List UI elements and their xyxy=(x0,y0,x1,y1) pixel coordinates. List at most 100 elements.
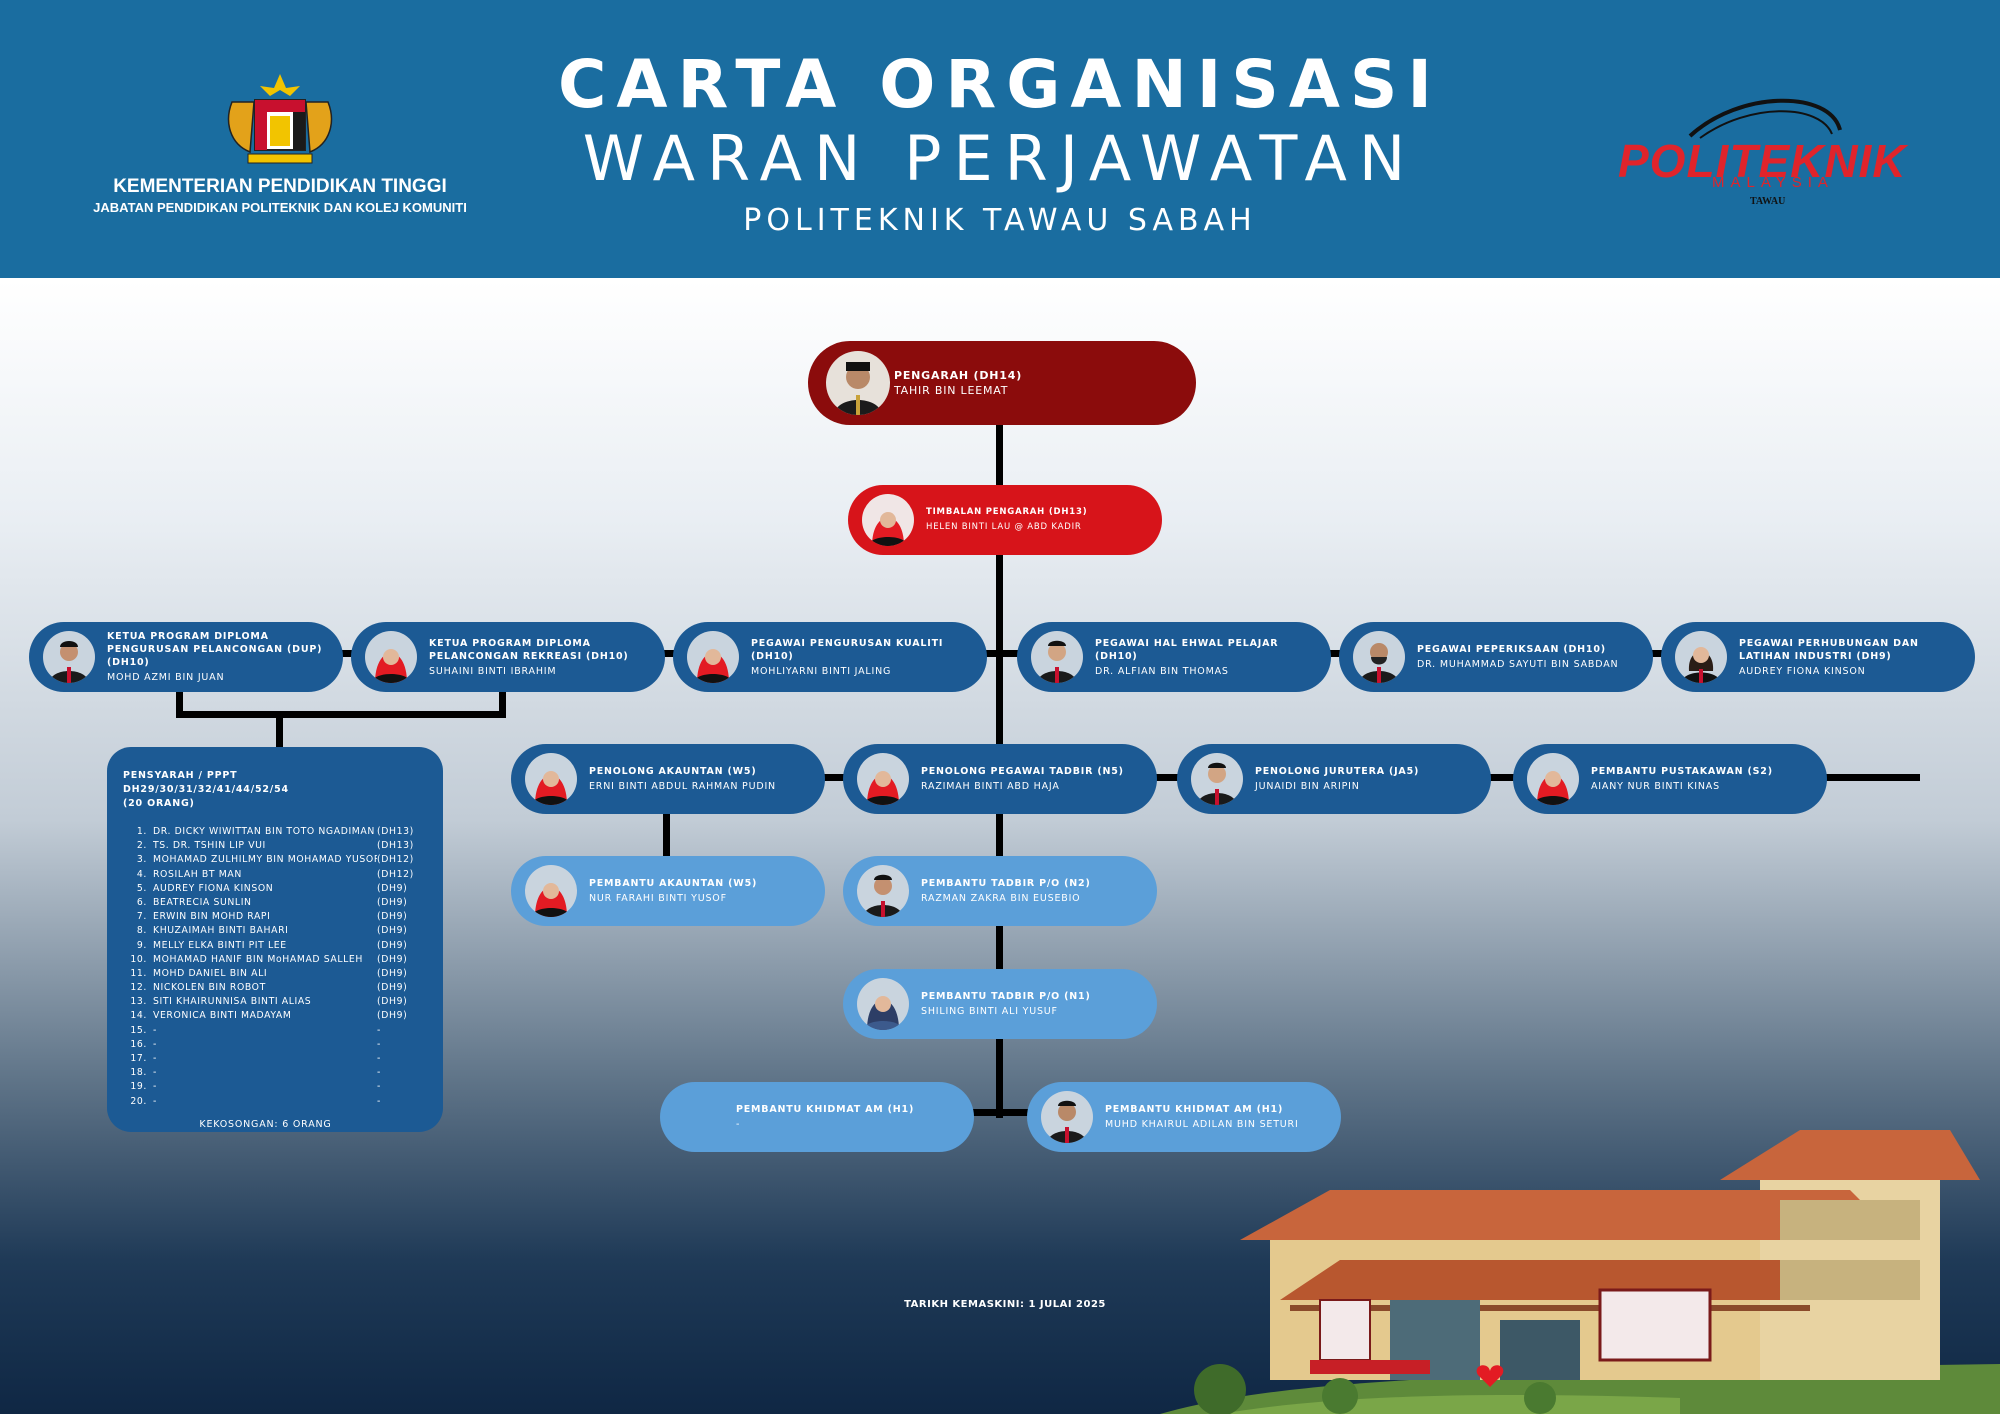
lecturer-row: 5.AUDREY FIONA KINSON(DH9) xyxy=(123,882,428,896)
node-title: TIMBALAN PENGARAH (DH13) xyxy=(926,507,1088,517)
node-title: PEMBANTU TADBIR P/O (N1) xyxy=(921,991,1091,1002)
node-name: JUNAIDI BIN ARIPIN xyxy=(1255,781,1360,792)
ministry-block: KEMENTERIAN PENDIDIKAN TINGGI JABATAN PE… xyxy=(60,70,500,215)
lecturer-grade: (DH9) xyxy=(377,896,408,908)
node-name: RAZMAN ZAKRA BIN EUSEBIO xyxy=(921,893,1081,904)
student-affairs-officer-node: PEGAWAI HAL EHWAL PELAJAR (DH10)DR. ALFI… xyxy=(1017,622,1331,692)
lecturer-grade: - xyxy=(377,1095,381,1107)
lecturer-name: MOHD DANIEL BIN ALI xyxy=(153,967,268,979)
node-title: PENGARAH (DH14) xyxy=(894,369,1023,382)
lecturers-box: PENSYARAH / PPPT DH29/30/31/32/41/44/52/… xyxy=(107,747,443,1132)
lecturer-row: 18.-- xyxy=(123,1066,428,1080)
node-title: PENOLONG JURUTERA (JA5) xyxy=(1255,766,1420,777)
library-assistant-node: PEMBANTU PUSTAKAWAN (S2) AIANY NUR BINTI … xyxy=(1513,744,1827,814)
lecturer-name: ERWIN BIN MOHD RAPI xyxy=(153,911,271,923)
lecturer-row: 20.-- xyxy=(123,1095,428,1109)
avatar xyxy=(1527,753,1579,805)
admin-assistant-n1-node: PEMBANTU TADBIR P/O (N1)SHILING BINTI AL… xyxy=(843,969,1157,1039)
lecturer-row: 1.DR. DICKY WIWITTAN BIN TOTO NGADIMAN(D… xyxy=(123,825,428,839)
page-title: CARTA ORGANISASI xyxy=(557,46,1442,123)
lecturer-row: 15.-- xyxy=(123,1024,428,1038)
last-updated: TARIKH KEMASKINI: 1 JULAI 2025 xyxy=(904,1299,1106,1310)
lecturer-row: 16.-- xyxy=(123,1038,428,1052)
lecturer-grade: (DH9) xyxy=(377,939,408,951)
avatar xyxy=(1353,631,1405,683)
lecturer-grade: (DH9) xyxy=(377,882,408,894)
avatar xyxy=(857,753,909,805)
assistant-admin-officer-node: PENOLONG PEGAWAI TADBIR (N5)RAZIMAH BINT… xyxy=(843,744,1157,814)
institution-name: POLITEKNIK TAWAU SABAH xyxy=(743,203,1257,238)
director-node: PENGARAH (DH14) TAHIR BIN LEEMAT xyxy=(808,341,1196,425)
node-name: AIANY NUR BINTI KINAS xyxy=(1591,781,1720,792)
lecturer-grade: - xyxy=(377,1081,381,1093)
lecturer-name: NICKOLEN BIN ROBOT xyxy=(153,982,266,994)
lecturer-grade: (DH12) xyxy=(377,868,414,880)
lecturer-row: 14.VERONICA BINTI MADAYAM(DH9) xyxy=(123,1009,428,1023)
accounts-assistant-node: PEMBANTU AKAUNTAN (W5) NUR FARAHI BINTI Y… xyxy=(511,856,825,926)
politeknik-logo: POLITEKNIK MALAYSIA TAWAU xyxy=(1610,90,1930,210)
lecturer-name: - xyxy=(153,1024,157,1036)
lecturer-index: 2. xyxy=(136,840,147,852)
node-title: PEGAWAI PENGURUSAN KUALITI (DH10) xyxy=(751,637,944,662)
lecturer-row: 13.SITI KHAIRUNNISA BINTI ALIAS(DH9) xyxy=(123,995,428,1009)
lecturer-row: 2.TS. DR. TSHIN LIP VUI(DH13) xyxy=(123,839,428,853)
lecturer-grade: (DH9) xyxy=(377,953,408,965)
lecturer-index: 7. xyxy=(136,911,147,923)
connector-dup-down xyxy=(176,690,183,718)
lecturer-row: 7.ERWIN BIN MOHD RAPI(DH9) xyxy=(123,910,428,924)
node-name: AUDREY FIONA KINSON xyxy=(1739,665,1866,677)
avatar xyxy=(1191,753,1243,805)
malaysia-coat-of-arms-icon xyxy=(220,72,340,172)
lecturer-index: 11. xyxy=(130,967,147,979)
lecturer-grade: (DH13) xyxy=(377,840,414,852)
avatar xyxy=(525,865,577,917)
node-name: MOHD AZMI BIN JUAN xyxy=(107,672,225,683)
lecturer-row: 11.MOHD DANIEL BIN ALI(DH9) xyxy=(123,967,428,981)
node-title: KETUA PROGRAM DIPLOMA PELANCONGAN REKREA… xyxy=(429,637,629,662)
lecturer-index: 9. xyxy=(136,939,147,951)
avatar xyxy=(525,753,577,805)
lecturer-grade: (DH13) xyxy=(377,826,414,837)
lecturer-index: 10. xyxy=(130,953,147,965)
logo-arc-icon xyxy=(1688,98,1842,139)
lecturer-name: ROSILAH BT MAN xyxy=(153,868,242,880)
header-banner: KEMENTERIAN PENDIDIKAN TINGGI JABATAN PE… xyxy=(0,0,2000,278)
node-name: NUR FARAHI BINTI YUSOF xyxy=(589,893,727,904)
lecturer-row: 9. MELLY ELKA BINTI PIT LEE (DH9) xyxy=(123,939,428,953)
lecturer-grade: (DH9) xyxy=(377,996,408,1008)
avatar xyxy=(826,351,890,415)
quality-officer-node: PEGAWAI PENGURUSAN KUALITI (DH10)MOHLIYA… xyxy=(673,622,987,692)
avatar xyxy=(857,978,909,1030)
department-name: JABATAN PENDIDIKAN POLITEKNIK DAN KOLEJ … xyxy=(93,200,467,215)
logo-campus: TAWAU xyxy=(1750,196,1786,207)
lecturer-row: 10. MOHAMAD HANIF BIN MoHAMAD SALLEH (DH9) xyxy=(123,953,428,967)
deputy-node: TIMBALAN PENGARAH (DH13) HELEN BINTI LAU… xyxy=(848,485,1162,555)
lecturer-name: MOHAMAD HANIF BIN MoHAMAD SALLEH xyxy=(153,953,363,965)
node-title: PEMBANTU KHIDMAT AM (H1) xyxy=(736,1104,915,1115)
node-name: HELEN BINTI LAU @ ABD KADIR xyxy=(926,522,1082,532)
campus-building-image xyxy=(1160,1130,2000,1414)
general-assistant-node: PEMBANTU KHIDMAT AM (H1)MUHD KHAIRUL ADI… xyxy=(1027,1082,1341,1152)
node-title: PEMBANTU AKAUNTAN (W5) xyxy=(589,878,758,889)
lecturers-list: 1.DR. DICKY WIWITTAN BIN TOTO NGADIMAN(D… xyxy=(123,825,428,1109)
admin-assistant-n2-node: PEMBANTU TADBIR P/O (N2)RAZMAN ZAKRA BIN… xyxy=(843,856,1157,926)
logo-word: POLITEKNIK xyxy=(1618,135,1907,187)
lecturer-index: 4. xyxy=(136,868,147,880)
lecturer-grade: (DH12) xyxy=(377,854,414,866)
lecturer-row: 17.-- xyxy=(123,1052,428,1066)
lecturer-name: - xyxy=(153,1053,157,1064)
lecturer-row: 8.KHUZAIMAH BINTI BAHARI(DH9) xyxy=(123,924,428,938)
lecturer-name: MELLY ELKA BINTI PIT LEE xyxy=(153,939,287,951)
lecturer-index: 20. xyxy=(130,1095,147,1107)
avatar xyxy=(1675,631,1727,683)
lecturers-count: (20 ORANG) xyxy=(123,798,195,809)
connector-rekreasi-down xyxy=(499,690,506,718)
avatar xyxy=(687,631,739,683)
avatar xyxy=(857,865,909,917)
lecturer-row: 6.BEATRECIA SUNLIN(DH9) xyxy=(123,896,428,910)
node-title: PEMBANTU PUSTAKAWAN (S2) xyxy=(1591,766,1773,777)
logo-subword: MALAYSIA xyxy=(1712,174,1834,191)
lecturers-grades: DH29/30/31/32/41/44/52/54 xyxy=(123,784,289,795)
page-subtitle: WARAN PERJAWATAN xyxy=(582,122,1418,195)
lecturer-index: 15. xyxy=(130,1024,147,1036)
